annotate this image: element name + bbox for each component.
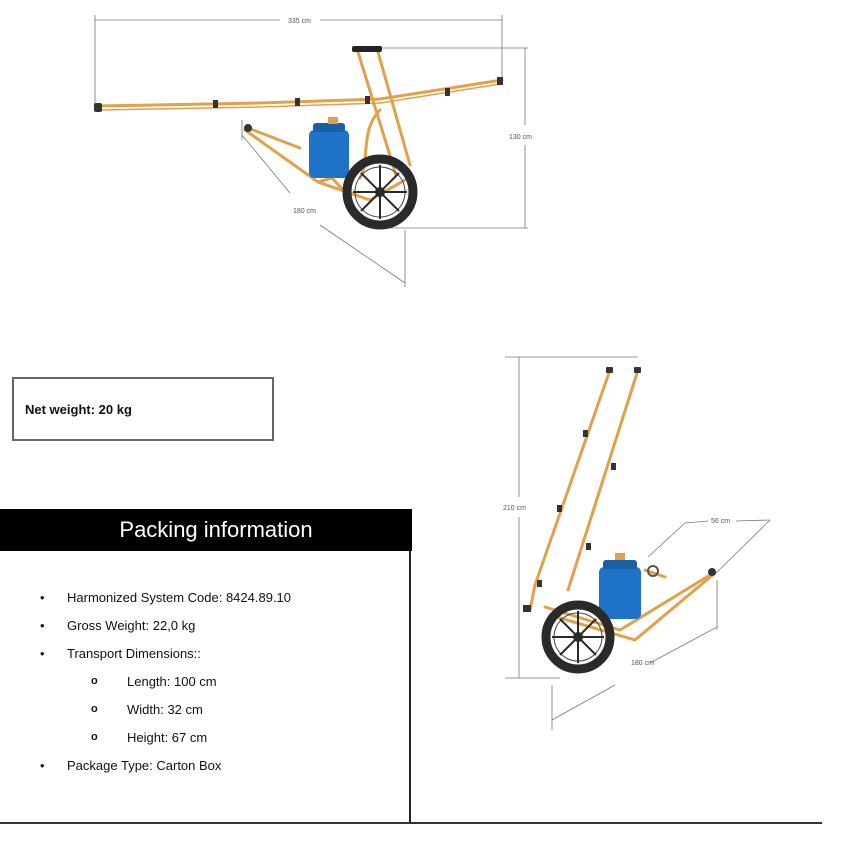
handle-frame: [356, 50, 412, 180]
folded-height-dimension: [505, 356, 638, 679]
packing-info-title: Packing information: [119, 517, 313, 542]
height-dimension: [355, 47, 528, 229]
list-item: Height: 67 cm: [40, 725, 291, 754]
rear-wheel-icon: [342, 154, 418, 230]
list-item: Harmonized System Code: 8424.89.10: [40, 586, 291, 614]
width-dimension: [94, 15, 503, 105]
bottom-divider: [0, 822, 822, 824]
tank-icon: [309, 117, 349, 178]
net-weight-box: Net weight: 20 kg: [12, 377, 274, 441]
width-dimension-label: 335 cm: [288, 18, 311, 25]
folded-wheel-icon: [541, 600, 615, 674]
nozzle-icons: [94, 77, 503, 112]
packing-spec-list: Harmonized System Code: 8424.89.10 Gross…: [40, 586, 291, 782]
list-item: Gross Weight: 22,0 kg: [40, 614, 291, 642]
folded-front-wheel-icon: [708, 568, 716, 576]
folded-height-label: 210 cm: [503, 505, 526, 512]
packing-box-border: [409, 551, 411, 823]
packing-info-header: Packing information: [0, 509, 412, 551]
front-wheel-icon: [244, 124, 252, 132]
length-dimension-label: 180 cm: [293, 208, 316, 215]
folded-width-dimension: [647, 519, 771, 578]
list-item: Length: 100 cm: [40, 669, 291, 698]
length-dimension: [241, 120, 406, 287]
list-item: Transport Dimensions::: [40, 642, 291, 670]
list-item: Package Type: Carton Box: [40, 754, 291, 782]
net-weight-text: Net weight: 20 kg: [25, 401, 132, 417]
pressure-gauge-icon: [647, 565, 659, 577]
handle-grip-icon: [352, 46, 382, 52]
folded-length-dimension: [551, 580, 718, 730]
folded-sprayer-diagram: 210 cm 56 cm 180 cm: [503, 356, 771, 730]
folded-nozzle-icons: [523, 367, 641, 612]
folded-width-label: 56 cm: [711, 518, 730, 525]
folded-length-label: 180 cm: [631, 660, 654, 667]
top-sprayer-diagram: 335 cm 130 cm 180 cm: [94, 15, 532, 287]
spray-boom: [96, 78, 504, 111]
height-dimension-label: 130 cm: [509, 134, 532, 141]
list-item: Width: 32 cm: [40, 697, 291, 726]
folded-tank-icon: [599, 553, 641, 619]
